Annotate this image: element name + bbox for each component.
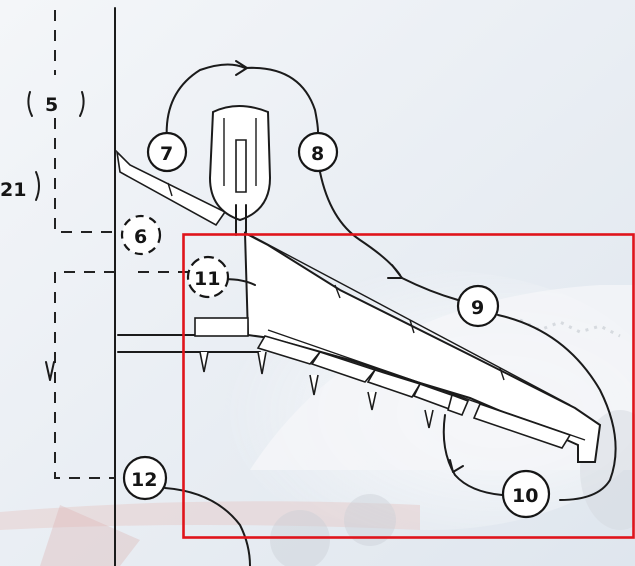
- callout-8: 8: [297, 131, 339, 173]
- callout-21-label: 21: [0, 179, 26, 201]
- flap-track-fairings: [199, 351, 434, 429]
- callout-7-label: 7: [160, 143, 173, 165]
- callout-8-label: 8: [311, 143, 324, 165]
- inspection-route: [164, 60, 617, 566]
- trailing-edge-flaps: [256, 335, 572, 449]
- callout-12-label: 12: [131, 469, 157, 491]
- zone-boundaries: [54, 10, 225, 479]
- highlight-box: [182, 233, 635, 539]
- callout-9-label: 9: [471, 297, 484, 319]
- leading-edge-slat: [115, 149, 227, 227]
- engine-nacelle: [208, 105, 272, 236]
- callout-10-label: 10: [512, 485, 538, 507]
- callout-9: 9: [456, 284, 500, 328]
- callout-10: 10: [501, 469, 551, 519]
- callout-11-label: 11: [194, 268, 220, 290]
- callout-11: 11: [186, 255, 230, 299]
- callout-7: 7: [146, 131, 188, 173]
- callout-6: 6: [120, 214, 162, 256]
- fairing-panel: [194, 317, 249, 337]
- arrow-down-icon: [45, 361, 55, 381]
- callout-5: 5: [27, 91, 85, 117]
- callout-12: 12: [122, 455, 168, 501]
- callout-21: 21: [0, 171, 40, 201]
- callout-6-label: 6: [134, 226, 147, 248]
- callout-5-label: 5: [45, 94, 58, 116]
